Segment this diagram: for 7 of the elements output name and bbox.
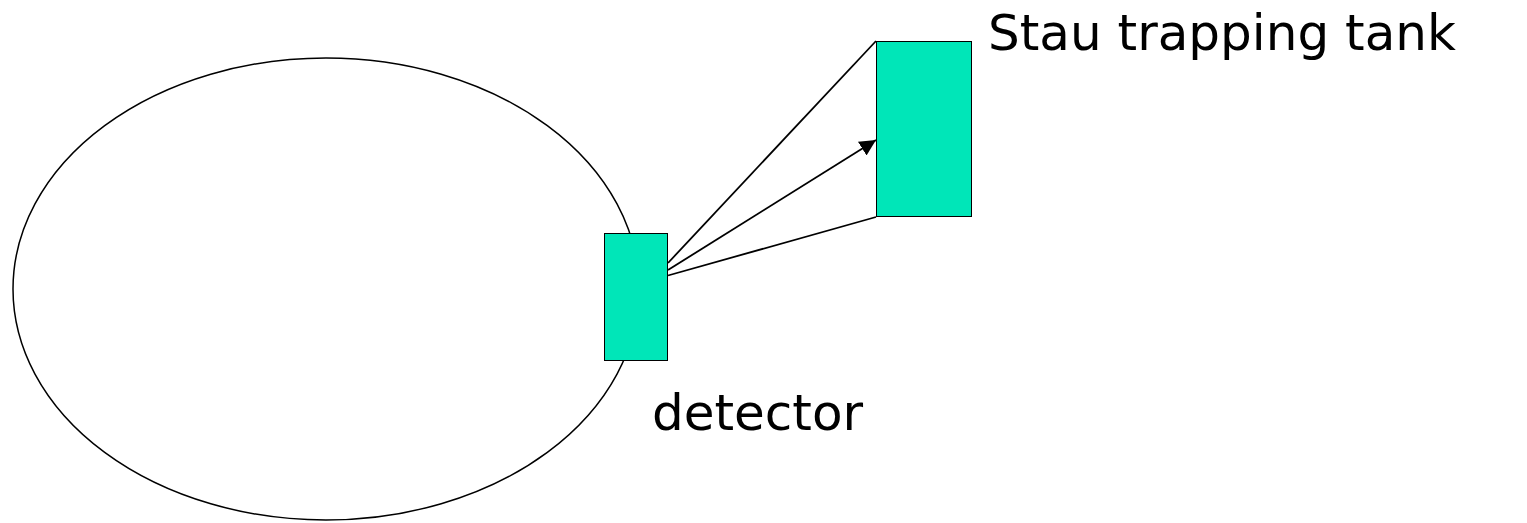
line bbox=[667, 216, 877, 277]
part-label: detector bbox=[652, 388, 864, 438]
arrow bbox=[667, 139, 877, 271]
line bbox=[667, 40, 877, 264]
tank-box bbox=[876, 41, 972, 217]
detector-box bbox=[604, 233, 668, 361]
part-label: Stau trapping tank bbox=[988, 8, 1456, 58]
